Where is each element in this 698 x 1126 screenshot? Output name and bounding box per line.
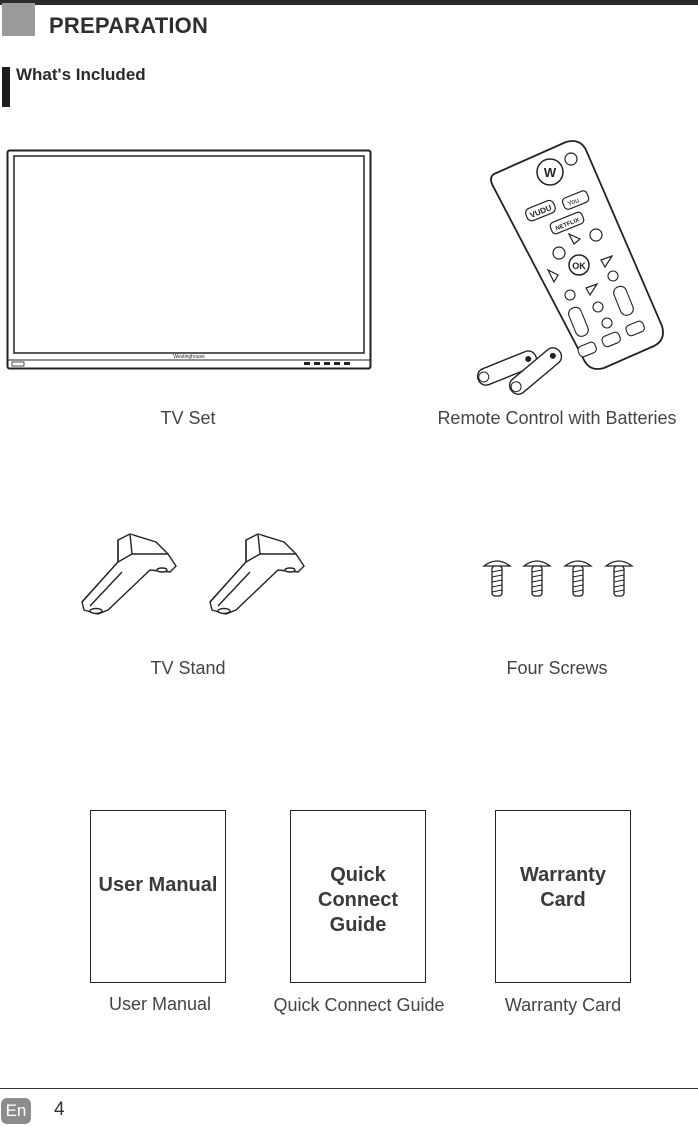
tv-stand-caption: TV Stand (150, 658, 226, 678)
screws-illustration (482, 560, 634, 597)
tv-set-illustration: Westinghouse (6, 149, 372, 370)
remote-control-illustration: W VUDU You NETFLIX OK (476, 140, 664, 395)
user-manual-caption: User Manual (108, 994, 212, 1014)
svg-text:W: W (544, 165, 557, 180)
remote-caption: Remote Control with Batteries (437, 408, 677, 428)
section-marker (2, 3, 35, 36)
quick-connect-cover-text: Quick Connect Guide (318, 864, 398, 936)
quick-connect-caption: Quick Connect Guide (273, 995, 445, 1015)
section-title: PREPARATION (49, 13, 209, 38)
svg-text:OK: OK (572, 261, 586, 271)
tv-stand-illustration (81, 533, 305, 615)
footer-rule (0, 1088, 698, 1089)
user-manual-cover: User Manual (90, 810, 226, 983)
user-manual-cover-text: User Manual (98, 874, 218, 896)
language-badge: En (1, 1098, 31, 1124)
warranty-cover-text: Warranty Card (520, 864, 606, 911)
subsection-marker (2, 67, 10, 107)
svg-text:You: You (567, 197, 581, 208)
top-rule (0, 0, 698, 5)
tv-set-caption: TV Set (160, 408, 216, 428)
warranty-caption: Warranty Card (504, 995, 622, 1015)
warranty-cover: Warranty Card (495, 810, 631, 983)
svg-text:Westinghouse: Westinghouse (173, 354, 205, 360)
screws-caption: Four Screws (506, 658, 608, 678)
quick-connect-cover: Quick Connect Guide (290, 810, 426, 983)
page-number: 4 (54, 1099, 65, 1120)
subsection-title: What's Included (16, 65, 146, 84)
